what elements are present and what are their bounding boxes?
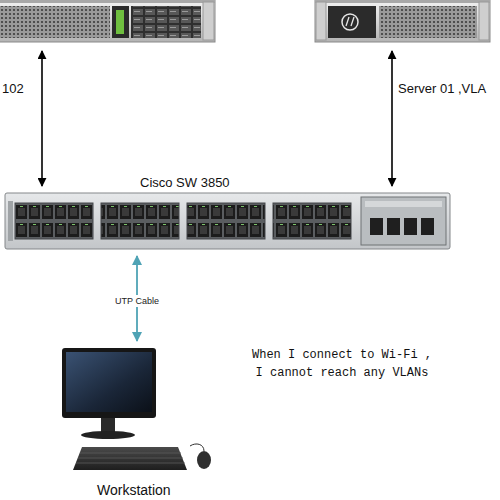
workstation-illustration [62,348,211,470]
note-text: When I connect to Wi-Fi , I cannot reach… [246,346,438,382]
device-node: 102 [0,0,215,44]
server-illustration [0,0,215,42]
device-node: Cisco SW 3850 [5,193,450,249]
device-label: 102 [2,81,24,96]
server-illustration [315,0,490,42]
device-label: Workstation [97,483,171,498]
device-label: Cisco SW 3850 [140,175,230,190]
device-node: Server 01 ,VLA [315,0,491,44]
switch-illustration [5,193,450,249]
link-arrow [41,51,43,186]
device-node: Workstation [60,348,205,473]
cable-label: UTP Cable [113,295,161,307]
device-label: Server 01 ,VLA [398,81,486,96]
link-arrow [391,51,393,186]
